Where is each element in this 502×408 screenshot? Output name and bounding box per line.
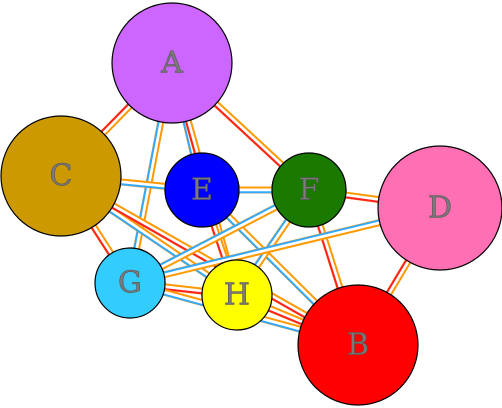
node-circle-C [0, 115, 122, 237]
node-F[interactable]: F [271, 152, 347, 228]
node-E[interactable]: E [164, 152, 240, 228]
node-B[interactable]: B [297, 284, 419, 406]
node-label-C: C [50, 159, 73, 194]
node-A[interactable]: A [111, 2, 233, 124]
edge-H-B [268, 305, 304, 326]
node-C[interactable]: C [0, 115, 122, 237]
node-label-A: A [160, 46, 183, 81]
edge-E-F [239, 186, 272, 194]
node-circle-H [201, 259, 273, 331]
node-label-G: G [118, 266, 142, 301]
node-label-E: E [191, 173, 213, 208]
edge-F-G [159, 203, 278, 270]
node-label-D: D [428, 191, 452, 226]
node-circle-B [297, 284, 419, 406]
node-label-B: B [347, 328, 369, 363]
edge-A-F [213, 101, 285, 168]
node-circle-F [271, 152, 347, 228]
node-circle-E [164, 152, 240, 228]
edge-F-D [345, 191, 380, 204]
edge-G-H [164, 283, 203, 295]
edge-E-B [225, 213, 318, 306]
edge-C-E [120, 178, 166, 190]
node-label-H: H [224, 278, 250, 313]
edge-C-G [90, 224, 114, 256]
node-H[interactable]: H [201, 259, 273, 331]
node-circle-D [377, 145, 502, 271]
edge-F-H [253, 218, 291, 269]
edge-D-B [385, 259, 412, 296]
edge-E-H [210, 223, 230, 263]
node-label-F: F [299, 173, 320, 208]
node-circle-G [94, 247, 166, 319]
node-circle-A [111, 2, 233, 124]
node-G[interactable]: G [94, 247, 166, 319]
node-D[interactable]: D [377, 145, 502, 271]
edge-A-C [100, 103, 133, 136]
edge-D-G [163, 219, 381, 279]
